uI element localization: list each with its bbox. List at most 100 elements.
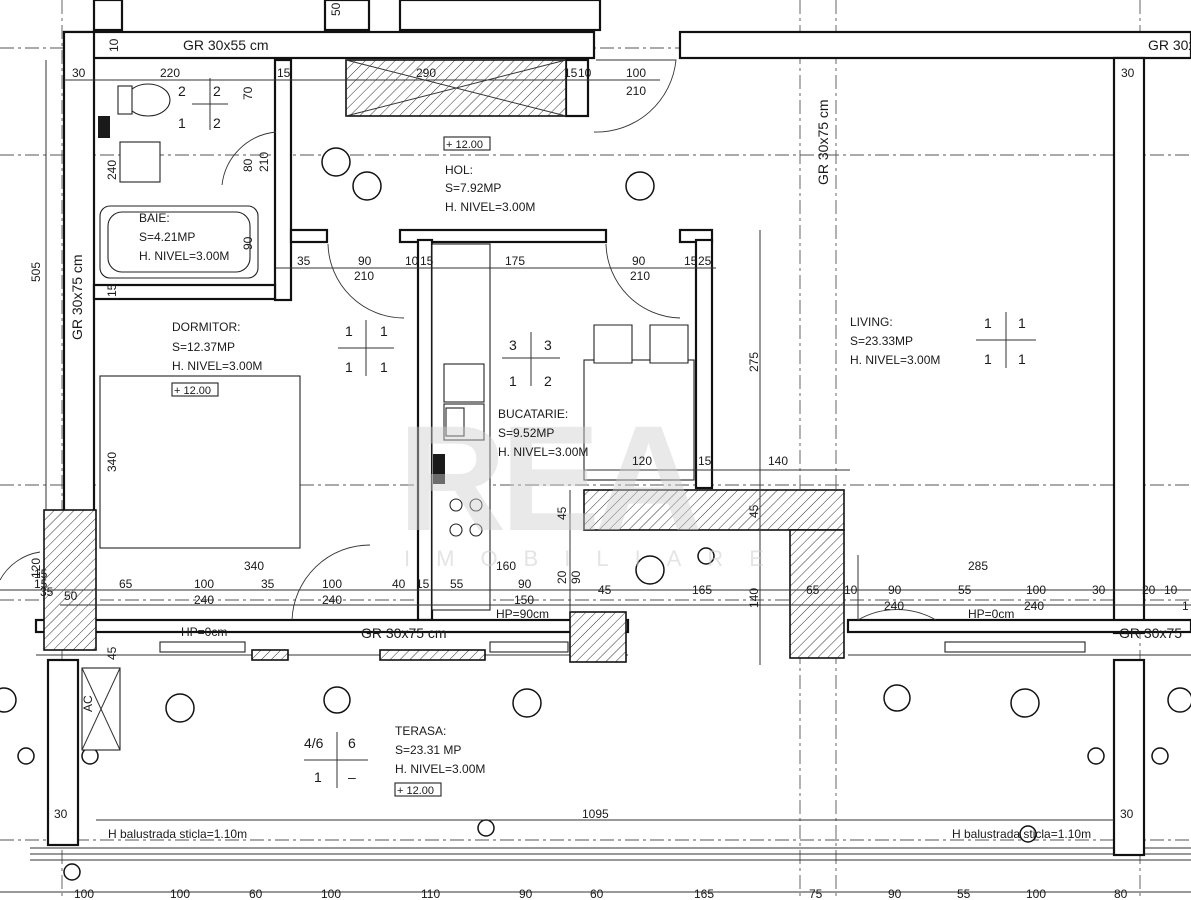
svg-text:140: 140 <box>768 454 788 468</box>
svg-text:45: 45 <box>598 583 612 597</box>
balustrade-note-left: H balustrada sticla=1.10m <box>108 827 247 841</box>
beam-label-bottom: GR 30x75 cm <box>361 625 447 641</box>
svg-text:55: 55 <box>958 583 972 597</box>
svg-text:BAIE:: BAIE: <box>139 211 170 225</box>
beam-label-left: GR 30x75 cm <box>69 254 85 340</box>
svg-text:90: 90 <box>358 254 372 268</box>
dimensions-door-row: 35 15 65 100 240 35 340 100 240 40 15 55… <box>34 559 1189 613</box>
room-label-bucatarie: BUCATARIE: S=9.52MP H. NIVEL=3.00M <box>498 407 588 459</box>
svg-text:120: 120 <box>29 558 43 578</box>
svg-text:BUCATARIE:: BUCATARIE: <box>498 407 568 421</box>
svg-text:H. NIVEL=3.00M: H. NIVEL=3.00M <box>850 353 940 367</box>
dimensions-kitchen-vertical: 275 45 45 20 90 <box>555 352 761 584</box>
svg-text:210: 210 <box>354 269 374 283</box>
sill-note-living: HP=0cm <box>968 607 1014 621</box>
svg-text:35: 35 <box>40 585 54 599</box>
svg-text:2: 2 <box>544 373 552 389</box>
svg-text:35: 35 <box>297 254 311 268</box>
svg-text:1: 1 <box>1182 599 1189 613</box>
svg-text:1095: 1095 <box>582 807 609 821</box>
svg-text:55: 55 <box>450 577 464 591</box>
svg-text:20: 20 <box>555 570 569 584</box>
sill-note-dormitor: HP=0cm <box>181 625 227 639</box>
room-label-baie: BAIE: S=4.21MP H. NIVEL=3.00M <box>139 211 229 263</box>
room-label-living: LIVING: S=23.33MP H. NIVEL=3.00M <box>850 315 940 367</box>
svg-text:165: 165 <box>694 887 714 900</box>
svg-text:1: 1 <box>509 373 517 389</box>
svg-text:240: 240 <box>105 160 119 180</box>
svg-text:HOL:: HOL: <box>445 163 473 177</box>
svg-text:LIVING:: LIVING: <box>850 315 893 329</box>
svg-text:120: 120 <box>632 454 652 468</box>
svg-text:275: 275 <box>747 352 761 372</box>
svg-text:90: 90 <box>888 583 902 597</box>
svg-text:50: 50 <box>64 589 78 603</box>
svg-text:1: 1 <box>178 115 186 131</box>
dimensions-terrace: 45 30 1095 30 <box>54 646 1134 821</box>
svg-text:1: 1 <box>984 315 992 331</box>
svg-text:S=7.92MP: S=7.92MP <box>445 181 501 195</box>
svg-text:15: 15 <box>564 66 578 80</box>
svg-text:15: 15 <box>277 66 291 80</box>
svg-text:2: 2 <box>213 83 221 99</box>
svg-text:100: 100 <box>1026 583 1046 597</box>
dimensions-hol-row: 35 90 210 10 15 175 90 210 15 25 <box>297 254 712 283</box>
svg-text:TERASA:: TERASA: <box>395 724 446 738</box>
svg-text:45: 45 <box>105 646 119 660</box>
svg-text:2: 2 <box>178 83 186 99</box>
svg-text:40: 40 <box>392 577 406 591</box>
svg-text:30: 30 <box>72 66 86 80</box>
bathroom-fixtures <box>98 83 259 279</box>
beam-label-top-right: GR 30x <box>1148 37 1191 53</box>
svg-text:150: 150 <box>514 593 534 607</box>
svg-text:100: 100 <box>74 887 94 900</box>
svg-text:100: 100 <box>321 887 341 900</box>
svg-text:100: 100 <box>626 66 646 80</box>
dimension-lines <box>0 60 1191 893</box>
svg-text:20: 20 <box>1142 583 1156 597</box>
svg-text:240: 240 <box>1024 599 1044 613</box>
svg-text:240: 240 <box>194 593 214 607</box>
doors <box>0 59 937 665</box>
svg-text:90: 90 <box>632 254 646 268</box>
svg-text:10: 10 <box>578 66 592 80</box>
dimensions-counter: 120 15 140 <box>632 454 788 468</box>
svg-text:30: 30 <box>54 807 68 821</box>
svg-text:210: 210 <box>626 84 646 98</box>
svg-text:100: 100 <box>170 887 190 900</box>
svg-text:1: 1 <box>345 359 353 375</box>
svg-text:175: 175 <box>505 254 525 268</box>
svg-text:1: 1 <box>314 769 322 785</box>
svg-text:45: 45 <box>747 504 761 518</box>
window-strips <box>159 611 1086 663</box>
svg-text:15: 15 <box>420 254 434 268</box>
svg-text:+ 12.00: + 12.00 <box>397 785 434 797</box>
svg-text:340: 340 <box>105 452 119 472</box>
svg-text:S=9.52MP: S=9.52MP <box>498 426 554 440</box>
svg-text:25: 25 <box>698 254 712 268</box>
svg-text:165: 165 <box>692 583 712 597</box>
room-label-hol: HOL: S=7.92MP H. NIVEL=3.00M <box>445 163 535 214</box>
svg-text:H. NIVEL=3.00M: H. NIVEL=3.00M <box>139 249 229 263</box>
svg-text:15: 15 <box>34 567 48 581</box>
svg-text:30: 30 <box>1092 583 1106 597</box>
dimensions-baie: 70 240 90 15 <box>105 86 255 297</box>
svg-text:3: 3 <box>544 337 552 353</box>
svg-text:65: 65 <box>806 583 820 597</box>
svg-text:15: 15 <box>416 577 430 591</box>
svg-text:1: 1 <box>380 323 388 339</box>
svg-text:6: 6 <box>348 735 356 751</box>
svg-text:H. NIVEL=3.00M: H. NIVEL=3.00M <box>395 762 485 776</box>
dimensions-bottom-row: 100 100 60 100 110 90 60 165 75 90 55 10… <box>74 887 1128 900</box>
svg-text:30: 30 <box>1120 807 1134 821</box>
svg-text:S=12.37MP: S=12.37MP <box>172 340 235 354</box>
svg-text:15: 15 <box>698 454 712 468</box>
svg-text:1: 1 <box>345 323 353 339</box>
beam-label-top-left: GR 30x55 cm <box>183 37 269 53</box>
svg-text:285: 285 <box>968 559 988 573</box>
svg-text:10: 10 <box>1164 583 1178 597</box>
